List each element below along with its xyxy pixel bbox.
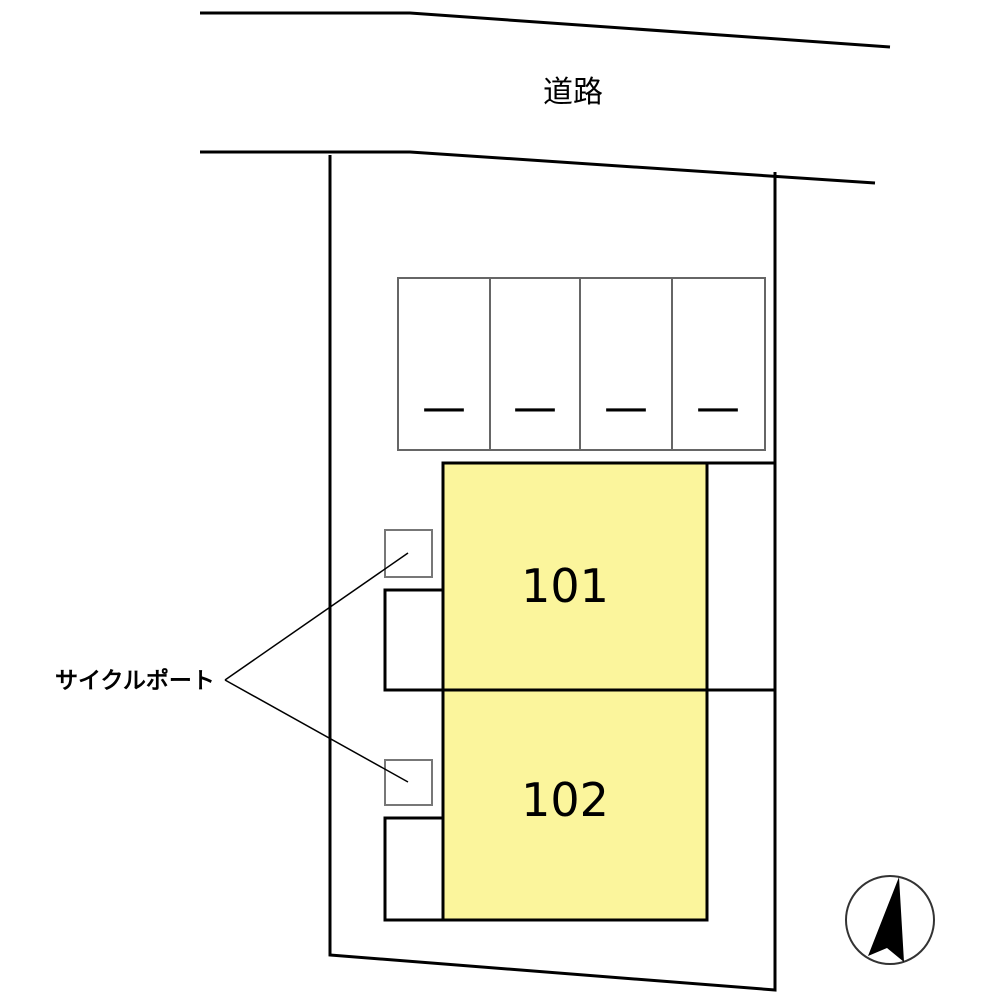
cycle-port-label: サイクルポート xyxy=(55,667,215,694)
unit-102-entry xyxy=(383,816,445,922)
unit-101-label: 101 xyxy=(521,559,609,613)
parking-space xyxy=(489,277,581,451)
unit-102 xyxy=(441,688,709,922)
parking-space-label: — xyxy=(422,382,466,433)
road-edge-top xyxy=(200,11,891,49)
leader-line xyxy=(224,679,409,783)
parking-space xyxy=(579,277,673,451)
parking-space xyxy=(671,277,766,451)
unit-101-yard xyxy=(705,461,777,692)
parking-space-label: — xyxy=(513,382,557,433)
parking-area xyxy=(397,277,766,451)
parking-space xyxy=(397,277,491,451)
parking-space-label: — xyxy=(696,382,740,433)
north-arrow-icon xyxy=(845,875,935,965)
parking-space-label: — xyxy=(604,382,648,433)
road-edge-bottom xyxy=(200,150,876,185)
leader-line xyxy=(224,552,409,681)
unit-102-label: 102 xyxy=(521,773,609,827)
cycle-port-box xyxy=(384,529,433,578)
unit-101-entry xyxy=(383,588,445,692)
cycle-port-box xyxy=(384,759,433,806)
road-label: 道路 xyxy=(543,75,603,110)
